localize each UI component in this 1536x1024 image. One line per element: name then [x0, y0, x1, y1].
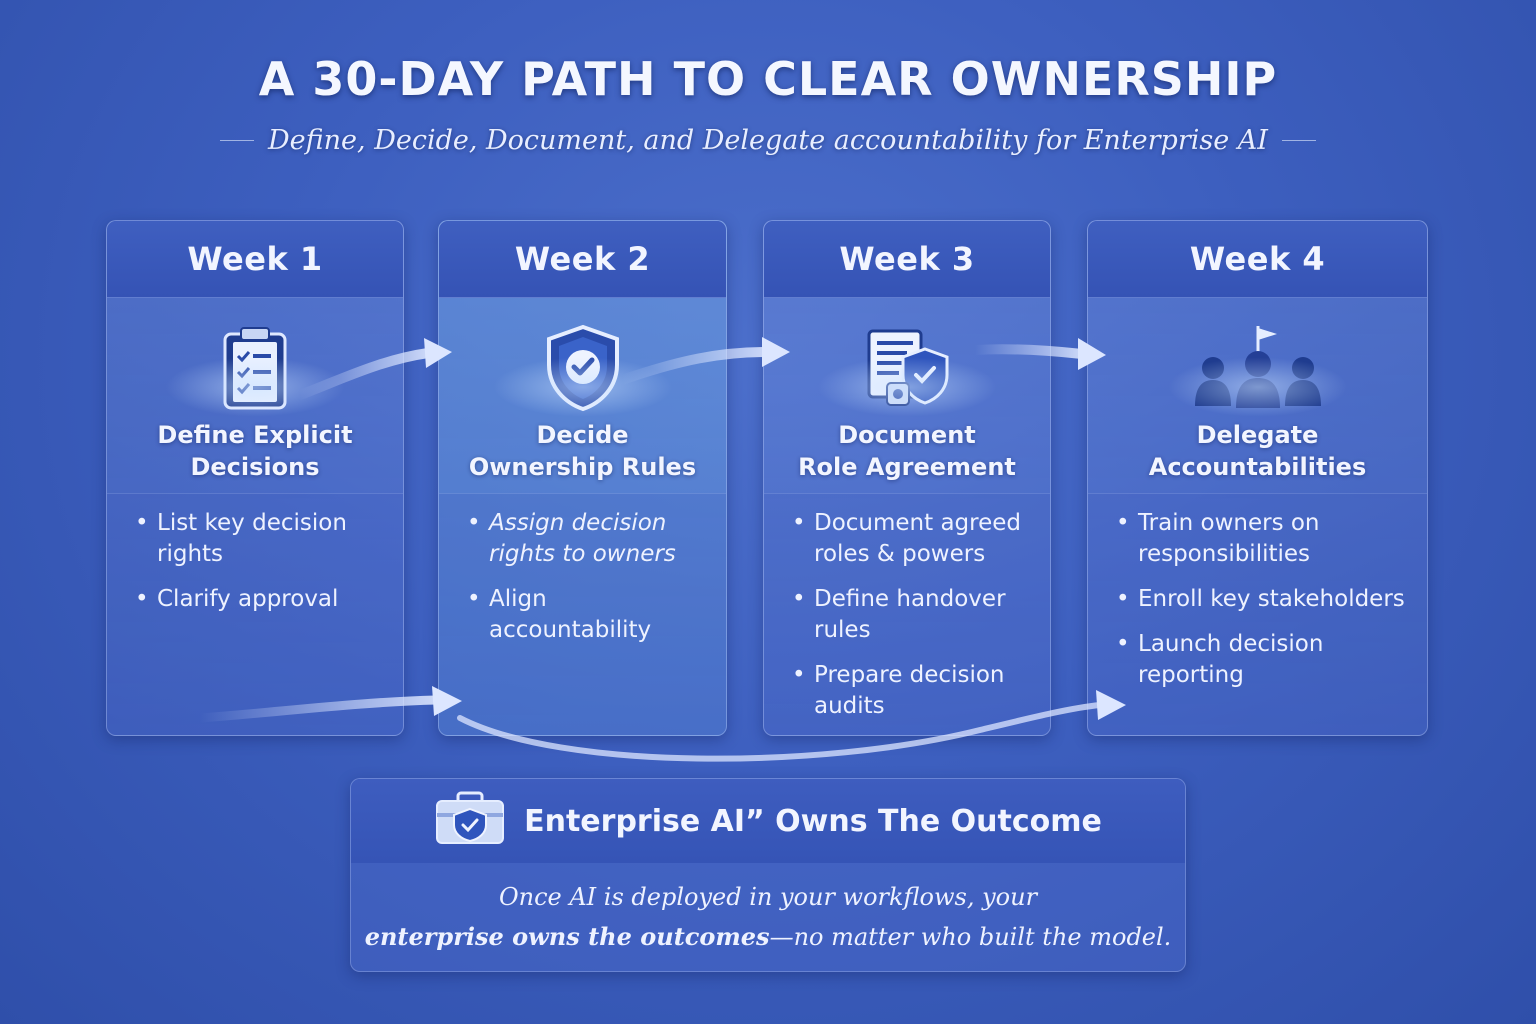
subtitle-divider-right	[1281, 139, 1316, 141]
briefcase-check-icon	[434, 791, 506, 851]
week-3-card: Week 3 Document Role Agreement Document …	[763, 220, 1051, 736]
page-title: A 30-DAY PATH TO CLEAR OWNERSHIP	[258, 52, 1278, 106]
team-flag-icon	[1088, 313, 1427, 423]
page-subtitle: Define, Decide, Document, and Delegate a…	[268, 124, 1268, 156]
subtitle-row: Define, Decide, Document, and Delegate a…	[0, 120, 1536, 160]
week-3-header: Week 3	[764, 221, 1050, 298]
outcome-panel: Enterprise AI” Owns The Outcome Once AI …	[350, 778, 1186, 972]
list-item: Document agreed roles & powers	[792, 508, 1034, 570]
week-4-card: Week 4 Delegate Accountabilities Train o…	[1087, 220, 1428, 736]
week-2-title: Decide Ownership Rules	[468, 421, 697, 481]
week-3-body: Document agreed roles & powers Define ha…	[764, 493, 1050, 735]
outcome-text: Once AI is deployed in your workflows, y…	[364, 883, 1172, 951]
subtitle-divider-left	[220, 139, 255, 141]
week-3-title: Document Role Agreement	[798, 421, 1016, 481]
outcome-title: Enterprise AI” Owns The Outcome	[524, 803, 1102, 839]
week-2-card: Week 2 Decide Ownership Rules Assign dec…	[438, 220, 727, 736]
list-item: List key decision rights	[135, 508, 387, 570]
outcome-emphasis: enterprise owns the outcomes	[364, 922, 770, 951]
list-item: Define handover rules	[792, 584, 1034, 646]
week-4-title: Delegate Accountabilities	[1148, 421, 1367, 481]
list-item: Clarify approval	[135, 584, 387, 615]
clipboard-checklist-icon	[107, 313, 403, 423]
week-1-header: Week 1	[107, 221, 403, 298]
list-item: Train owners on responsibilities	[1116, 508, 1411, 570]
week-1-title: Define Explicit Decisions	[157, 421, 353, 481]
outcome-header: Enterprise AI” Owns The Outcome	[351, 779, 1185, 863]
week-4-body: Train owners on responsibilities Enroll …	[1088, 493, 1427, 735]
week-2-body: Assign decision rights to owners Align a…	[439, 493, 726, 735]
week-2-header: Week 2	[439, 221, 726, 298]
list-item: Enroll key stakeholders	[1116, 584, 1411, 615]
list-item: Launch decision reporting	[1116, 629, 1411, 691]
list-item: Align accountability	[467, 584, 710, 646]
week-4-header: Week 4	[1088, 221, 1427, 298]
shield-check-icon	[439, 313, 726, 423]
list-item: Assign decision rights to owners	[467, 508, 710, 570]
week-1-body: List key decision rights Clarify approva…	[107, 493, 403, 735]
week-1-card: Week 1 Define Explicit Decisions List ke…	[106, 220, 404, 736]
list-item: Prepare decision audits	[792, 660, 1034, 722]
document-shield-icon	[764, 313, 1050, 423]
